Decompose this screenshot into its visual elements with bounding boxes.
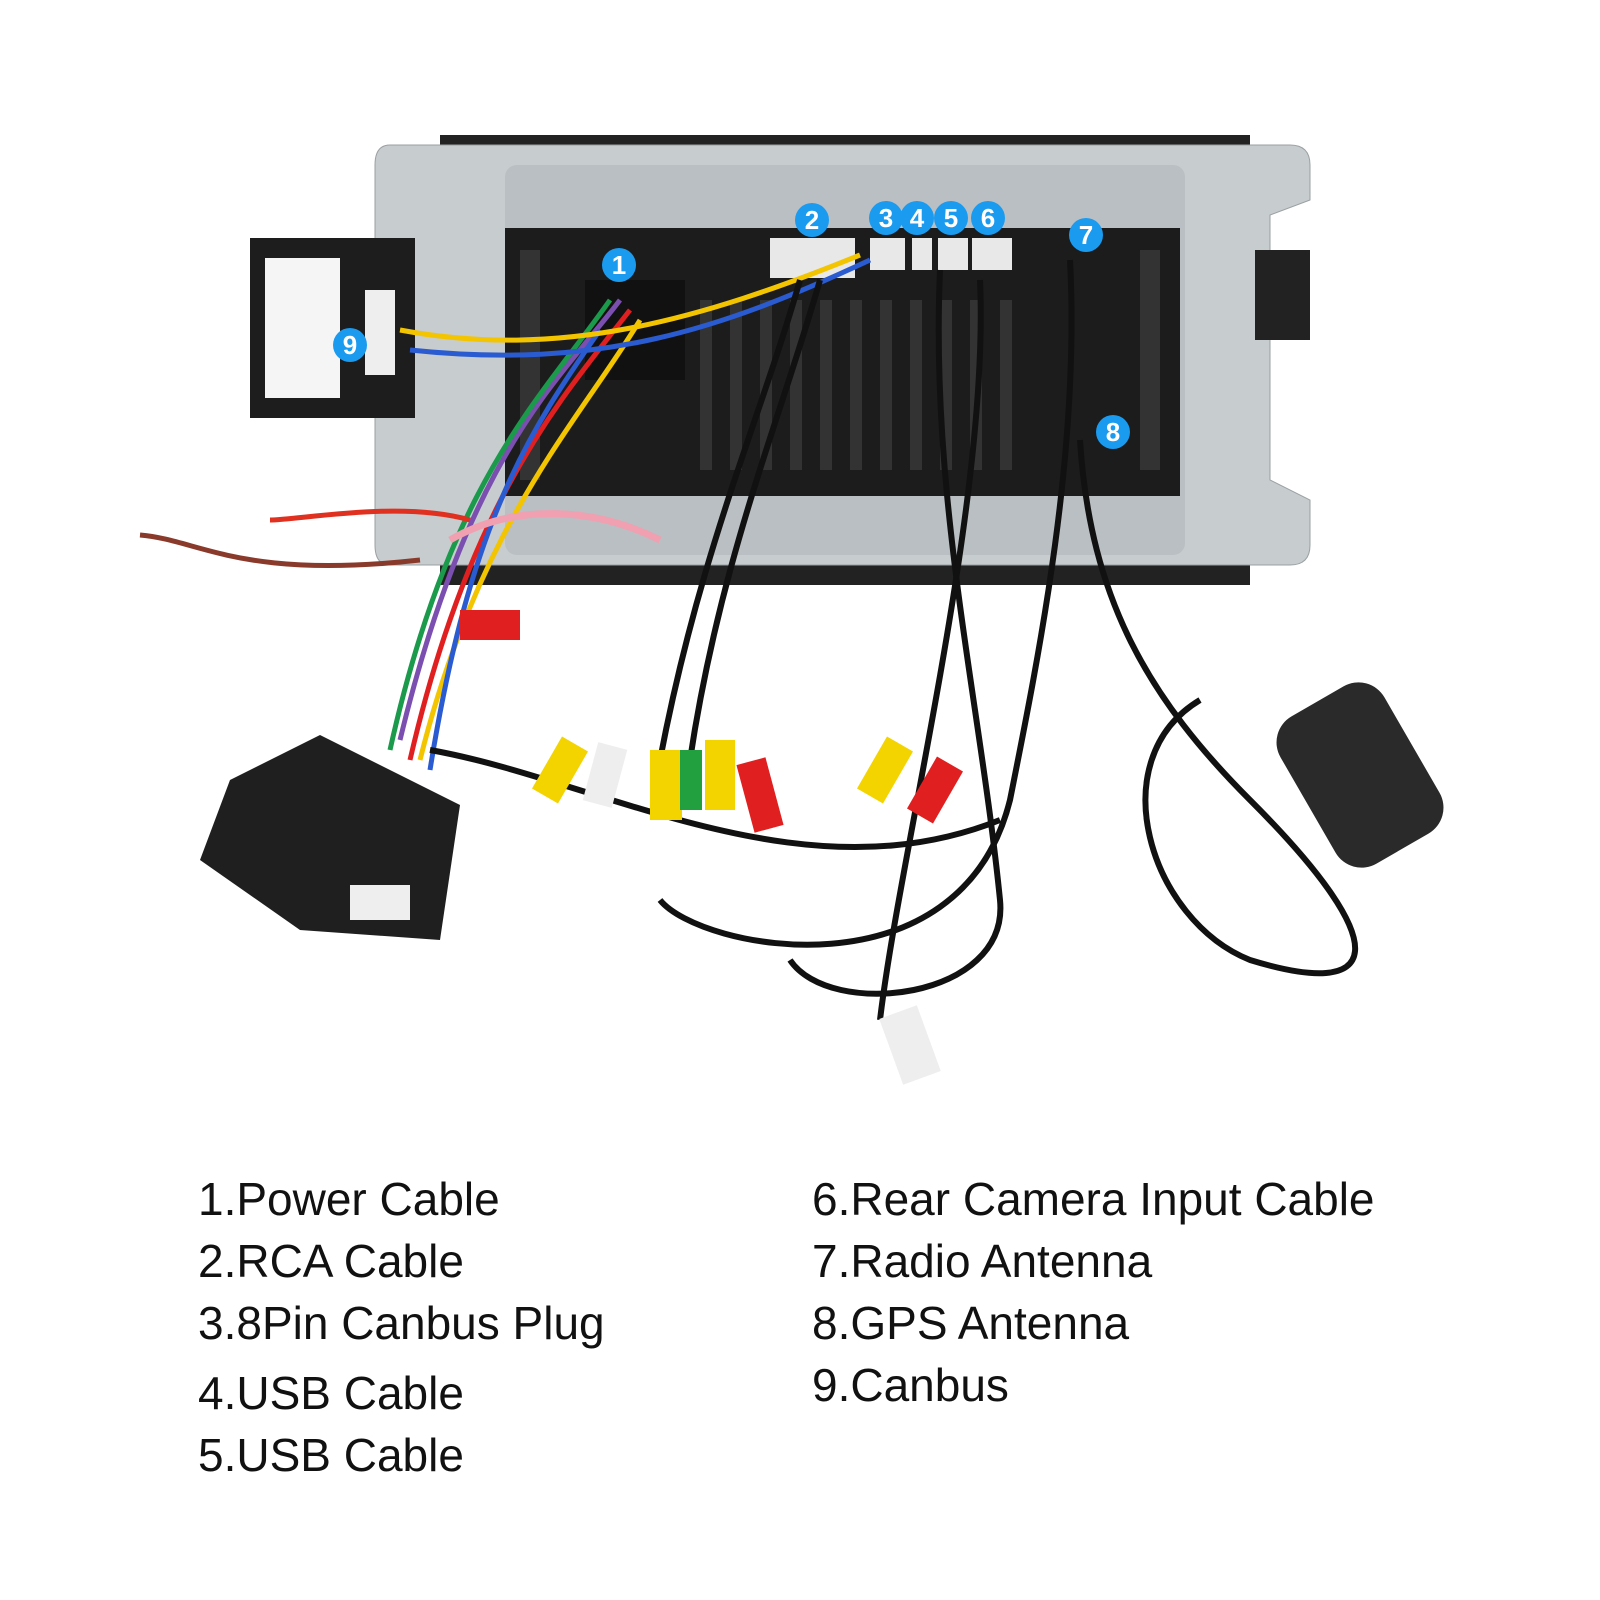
harness-plug [200,735,460,940]
product-photo-head-unit-wiring [139,135,1444,1085]
canbus-box [250,238,415,418]
legend-item-7: 7.Radio Antenna [812,1235,1153,1287]
callout-badge-4: 4 [900,201,934,235]
legend-item-1: 1.Power Cable [198,1173,500,1225]
legend-item-5: 5.USB Cable [198,1429,464,1481]
callout-badge-7: 7 [1069,218,1103,252]
legend-item-9: 9.Canbus [812,1359,1009,1411]
callout-badge-3: 3 [869,201,903,235]
legend-item-6: 6.Rear Camera Input Cable [812,1173,1375,1225]
callout-badge-2: 2 [795,203,829,237]
callout-badge-1: 1 [602,248,636,282]
callout-badge-6: 6 [971,201,1005,235]
callout-badge-8: 8 [1096,415,1130,449]
legend-item-8: 8.GPS Antenna [812,1297,1130,1349]
gps-antenna [1276,682,1444,868]
callout-badge-5: 5 [934,201,968,235]
rca-plugs [460,610,963,1085]
cables [139,252,872,771]
legend-item-3: 3.8Pin Canbus Plug [198,1297,605,1349]
callout-badge-9: 9 [333,328,367,362]
legend-item-2: 2.RCA Cable [198,1235,464,1287]
legend-item-4: 4.USB Cable [198,1367,464,1419]
